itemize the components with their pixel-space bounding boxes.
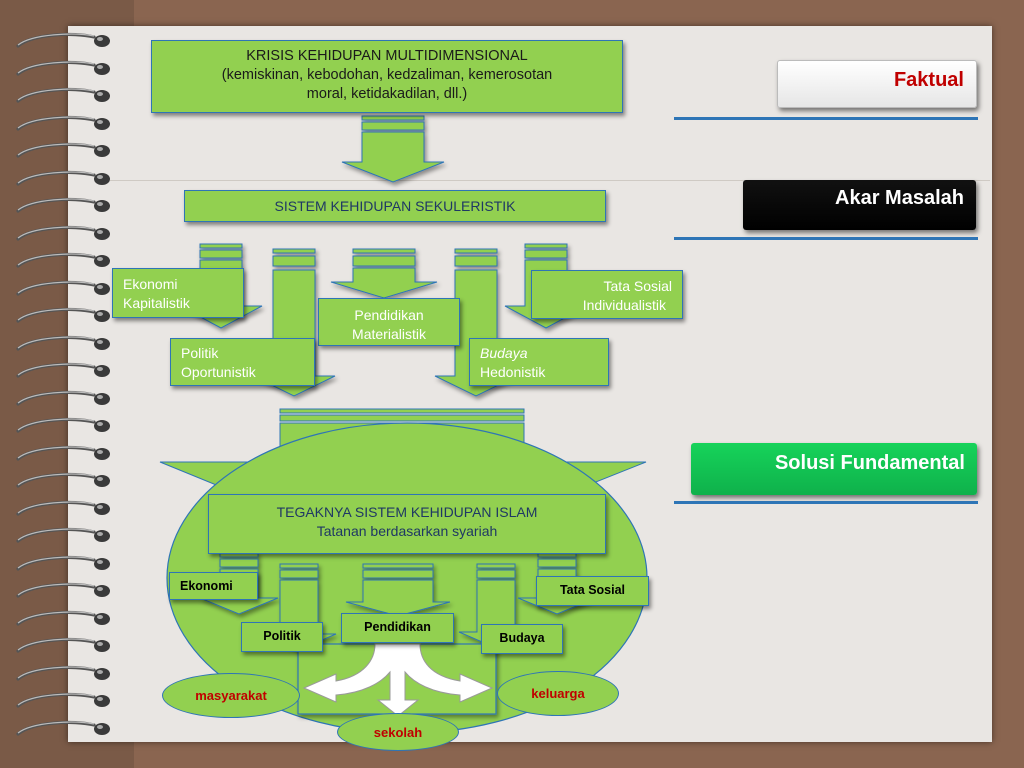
item-budaya-hedonistik: Budaya Hedonistik <box>469 338 609 386</box>
secular-system-title: SISTEM KEHIDUPAN SEKULERISTIK <box>274 198 516 214</box>
outcome-masyarakat: masyarakat <box>162 673 300 718</box>
spiral-ring-icon <box>16 142 110 158</box>
islam-politik-label: Politik <box>263 629 301 643</box>
masyarakat-label: masyarakat <box>195 688 267 703</box>
line-akar <box>674 237 978 240</box>
spiral-ring-icon <box>16 87 110 103</box>
budaya-line2: Hedonistik <box>480 364 546 380</box>
label-faktual: Faktual <box>777 60 977 108</box>
spiral-ring-icon <box>16 720 110 736</box>
islam-item-budaya: Budaya <box>481 624 563 654</box>
spiral-ring-icon <box>16 362 110 378</box>
spiral-ring-icon <box>16 500 110 516</box>
crisis-title: KRISIS KEHIDUPAN MULTIDIMENSIONAL <box>246 48 528 64</box>
pendidikan-line1: Pendidikan <box>354 307 424 323</box>
spiral-ring-icon <box>16 115 110 131</box>
spiral-ring-icon <box>16 472 110 488</box>
line-solusi <box>674 501 978 504</box>
spiral-ring-icon <box>16 32 110 48</box>
crisis-box: KRISIS KEHIDUPAN MULTIDIMENSIONAL (kemis… <box>151 40 623 113</box>
keluarga-label: keluarga <box>531 686 585 701</box>
ekonomi-line1: Ekonomi <box>123 276 178 292</box>
islam-tata-sosial-label: Tata Sosial <box>559 583 626 597</box>
spiral-ring-icon <box>16 692 110 708</box>
faktual-text: Faktual <box>893 69 964 91</box>
tata-sosial-line2: Individualistik <box>582 297 666 313</box>
arrow-crisis-to-secular <box>341 115 445 183</box>
spiral-ring-icon <box>16 527 110 543</box>
item-pendidikan-materialistik: Pendidikan Materialistik <box>318 298 460 346</box>
pendidikan-line2: Materialistik <box>352 326 426 342</box>
outcome-sekolah: sekolah <box>337 713 459 751</box>
outcome-keluarga: keluarga <box>497 671 619 716</box>
spiral-ring-icon <box>16 170 110 186</box>
arrow-pendidikan <box>330 248 438 299</box>
solusi-text: Solusi Fundamental <box>774 452 965 474</box>
islam-ekonomi-label: Ekonomi <box>180 579 233 593</box>
spiral-ring-icon <box>16 60 110 76</box>
split-arrow <box>302 643 494 717</box>
paper-divider <box>110 180 990 181</box>
item-politik-oportunistik: Politik Oportunistik <box>170 338 315 386</box>
item-ekonomi-kapitalistik: Ekonomi Kapitalistik <box>112 268 244 318</box>
spiral-ring-icon <box>16 555 110 571</box>
spiral-ring-icon <box>16 225 110 241</box>
spiral-ring-icon <box>16 197 110 213</box>
ekonomi-line2: Kapitalistik <box>123 295 190 311</box>
islam-title: TEGAKNYA SISTEM KEHIDUPAN ISLAM <box>276 504 538 520</box>
arrow-islam-pendidikan <box>345 563 451 617</box>
secular-system-box: SISTEM KEHIDUPAN SEKULERISTIK <box>184 190 606 222</box>
spiral-ring-icon <box>16 445 110 461</box>
line-faktual <box>674 117 978 120</box>
politik-line1: Politik <box>181 345 219 361</box>
spiral-ring-icon <box>16 637 110 653</box>
islam-budaya-label: Budaya <box>499 631 545 645</box>
spiral-ring-icon <box>16 610 110 626</box>
spiral-ring-icon <box>16 307 110 323</box>
budaya-line1: Budaya <box>480 345 528 361</box>
label-solusi-fundamental: Solusi Fundamental <box>691 443 977 495</box>
islam-item-ekonomi: Ekonomi <box>169 572 258 600</box>
sekolah-label: sekolah <box>373 724 423 740</box>
crisis-detail-1: (kemiskinan, kebodohan, kedzaliman, keme… <box>221 67 553 83</box>
spiral-ring-icon <box>16 582 110 598</box>
islam-subtitle: Tatanan berdasarkan syariah <box>316 523 498 539</box>
islam-system-box: TEGAKNYA SISTEM KEHIDUPAN ISLAM Tatanan … <box>208 494 606 554</box>
islam-item-politik: Politik <box>241 622 323 652</box>
label-akar-masalah: Akar Masalah <box>743 180 976 230</box>
islam-pendidikan-label: Pendidikan <box>364 620 431 634</box>
politik-line2: Oportunistik <box>181 364 256 380</box>
item-tata-sosial-individualistik: Tata Sosial Individualistik <box>531 270 683 319</box>
spiral-ring-icon <box>16 252 110 268</box>
spiral-ring-icon <box>16 417 110 433</box>
spiral-ring-icon <box>16 665 110 681</box>
islam-item-pendidikan: Pendidikan <box>341 613 454 643</box>
spiral-ring-icon <box>16 280 110 296</box>
akar-text: Akar Masalah <box>835 187 964 209</box>
tata-sosial-line1: Tata Sosial <box>603 278 672 294</box>
spiral-ring-icon <box>16 390 110 406</box>
spiral-ring-icon <box>16 335 110 351</box>
islam-item-tata-sosial: Tata Sosial <box>536 576 649 606</box>
crisis-detail-2: moral, ketidakadilan, dll.) <box>306 86 468 102</box>
